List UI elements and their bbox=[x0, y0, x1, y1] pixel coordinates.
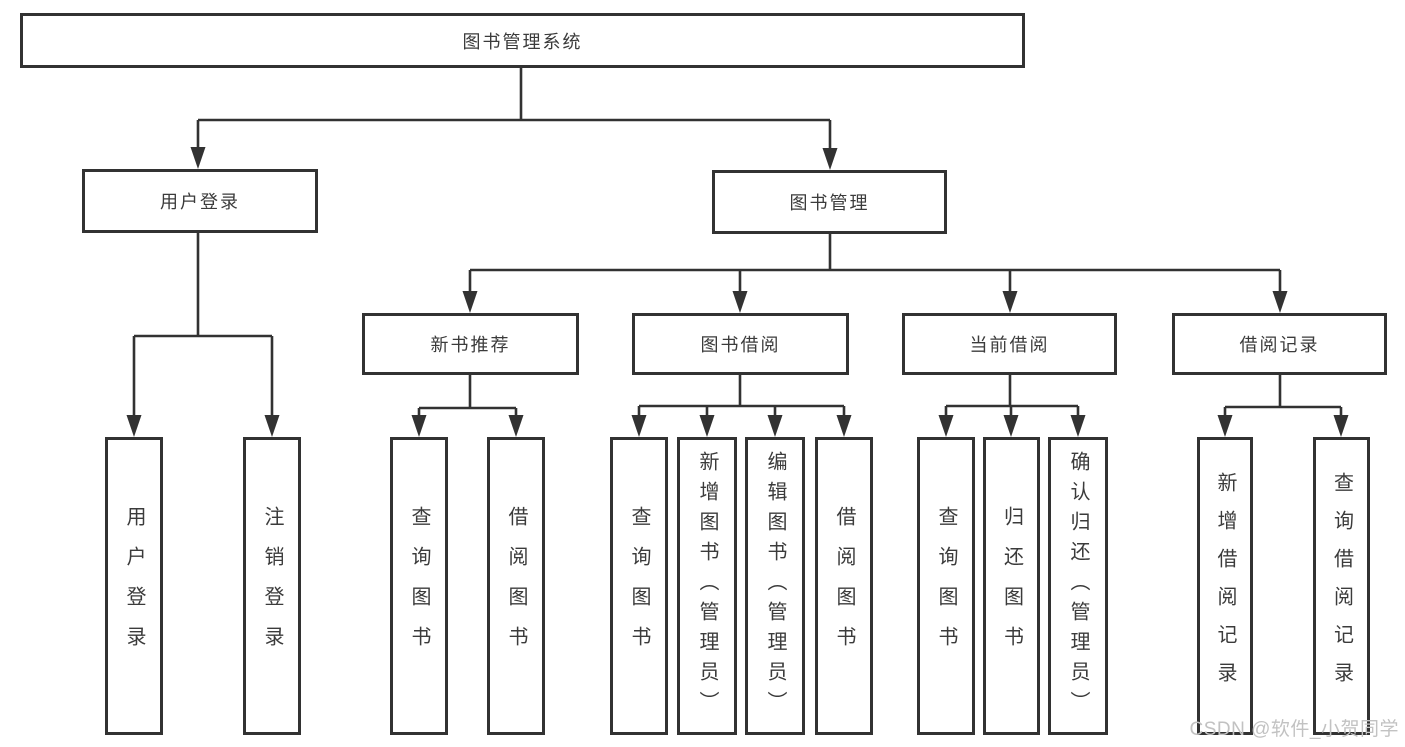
node-cb-return-books: 归还图书 bbox=[983, 437, 1040, 735]
node-label: 图书管理系统 bbox=[462, 31, 583, 52]
node-label: 查询图书 bbox=[935, 506, 957, 666]
node-book-management: 图书管理 bbox=[712, 170, 947, 234]
node-cb-query-books: 查询图书 bbox=[917, 437, 975, 735]
node-cb-confirm-return-admin: 确认归还（管理员） bbox=[1048, 437, 1108, 735]
node-br-add-record: 新增借阅记录 bbox=[1197, 437, 1253, 735]
node-label: 注销登录 bbox=[261, 506, 283, 666]
node-label: 确认归还（管理员） bbox=[1067, 451, 1089, 721]
node-new-book-recommendation: 新书推荐 bbox=[362, 313, 579, 375]
node-label: 借阅记录 bbox=[1239, 335, 1320, 355]
connector-currentborrow-to-children bbox=[944, 375, 1080, 415]
node-logout-leaf: 注销登录 bbox=[243, 437, 301, 735]
arrowhead bbox=[1070, 415, 1086, 437]
arrowhead bbox=[1217, 415, 1233, 437]
node-label: 用户登录 bbox=[123, 506, 145, 666]
node-label: 归还图书 bbox=[1000, 506, 1023, 666]
node-label: 当前借阅 bbox=[969, 335, 1050, 355]
node-label: 新书推荐 bbox=[430, 335, 511, 355]
arrowhead bbox=[508, 415, 524, 437]
arrowhead bbox=[938, 415, 954, 437]
connector-bookborrow-to-children bbox=[637, 375, 846, 415]
node-user-login: 用户登录 bbox=[82, 169, 318, 233]
node-book-borrowing: 图书借阅 bbox=[632, 313, 849, 375]
node-label: 新增借阅记录 bbox=[1214, 472, 1236, 700]
node-label: 图书管理 bbox=[789, 193, 870, 213]
node-library-management-system: 图书管理系统 bbox=[20, 13, 1025, 68]
node-label: 用户登录 bbox=[160, 192, 240, 212]
node-label: 查询图书 bbox=[628, 506, 650, 666]
node-label: 查询借阅记录 bbox=[1330, 472, 1353, 700]
arrowhead bbox=[767, 415, 783, 437]
arrowhead bbox=[462, 291, 478, 313]
arrowhead bbox=[1333, 415, 1349, 437]
connector-bookmanagement-to-level3 bbox=[468, 234, 1282, 291]
node-label: 图书借阅 bbox=[700, 335, 781, 355]
node-nbr-borrow-books: 借阅图书 bbox=[487, 437, 545, 735]
node-label: 借阅图书 bbox=[505, 506, 527, 666]
node-current-borrowing: 当前借阅 bbox=[902, 313, 1117, 375]
arrowhead bbox=[264, 415, 280, 437]
arrowhead bbox=[822, 148, 838, 170]
node-label: 编辑图书（管理员） bbox=[764, 451, 786, 721]
arrowhead bbox=[126, 415, 142, 437]
node-label: 借阅图书 bbox=[833, 506, 855, 666]
node-bb-query-books: 查询图书 bbox=[610, 437, 668, 735]
arrowhead bbox=[1003, 415, 1019, 437]
arrowhead bbox=[836, 415, 852, 437]
arrowhead bbox=[1272, 291, 1288, 313]
node-user-login-leaf: 用户登录 bbox=[105, 437, 163, 735]
node-borrowing-records: 借阅记录 bbox=[1172, 313, 1387, 375]
node-bb-edit-books-admin: 编辑图书（管理员） bbox=[745, 437, 805, 735]
node-bb-add-books-admin: 新增图书（管理员） bbox=[677, 437, 737, 735]
node-bb-borrow-books: 借阅图书 bbox=[815, 437, 873, 735]
arrowhead bbox=[631, 415, 647, 437]
arrowhead bbox=[732, 291, 748, 313]
connector-borrowrecords-to-children bbox=[1223, 375, 1343, 415]
node-nbr-query-books: 查询图书 bbox=[390, 437, 448, 735]
connector-root-to-level2 bbox=[196, 68, 832, 148]
node-br-query-record: 查询借阅记录 bbox=[1313, 437, 1370, 735]
arrowhead bbox=[190, 147, 206, 169]
node-label: 查询图书 bbox=[408, 506, 430, 666]
arrowhead bbox=[699, 415, 715, 437]
node-label: 新增图书（管理员） bbox=[696, 451, 718, 721]
connector-newbookrec-to-children bbox=[417, 375, 518, 415]
connector-userlogin-to-children bbox=[132, 233, 274, 415]
arrowhead bbox=[1002, 291, 1018, 313]
watermark: CSDN @软件_小贺同学 bbox=[1189, 719, 1399, 740]
arrowhead bbox=[411, 415, 427, 437]
